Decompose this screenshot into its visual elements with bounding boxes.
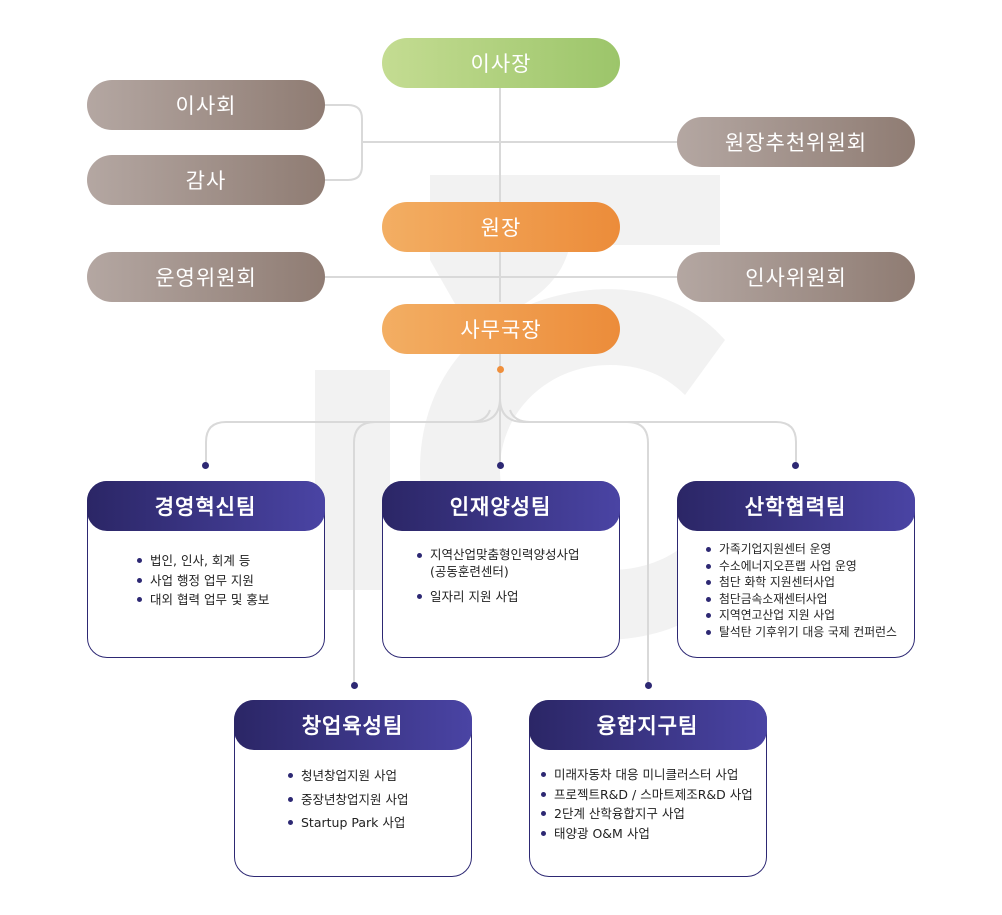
list-item: 미래자동차 대응 미니클러스터 사업 [540,765,753,785]
team-item-list: 미래자동차 대응 미니클러스터 사업 프로젝트R&D / 스마트제조R&D 사업… [540,765,753,843]
auditor-box: 감사 [87,155,325,205]
team-title: 융합지구팀 [528,699,767,750]
connector-dot [792,462,799,469]
team-box: 경영혁신팀 법인, 인사, 회계 등 사업 행정 업무 지원 대외 협력 업무 … [86,480,325,658]
team-title: 산학협력팀 [676,480,915,531]
list-item: 탈석탄 기후위기 대응 국제 컨퍼런스 [705,624,897,641]
team-title: 인재양성팀 [381,480,620,531]
connector-dot [202,462,209,469]
team-box: 인재양성팀 지역산업맞춤형인력양성사업 (공동훈련센터) 일자리 지원 사업 [381,480,620,658]
connector-dot [351,682,358,689]
board-box: 이사회 [87,80,325,130]
team-box: 산학협력팀 가족기업지원센터 운영 수소에너지오픈랩 사업 운영 첨단 화학 지… [676,480,915,658]
director-box: 원장 [382,202,620,252]
team-item-list: 청년창업지원 사업 중장년창업지원 사업 Startup Park 사업 [287,766,408,833]
team-title: 창업육성팀 [233,699,472,750]
list-item: 지역산업맞춤형인력양성사업 (공동훈련센터) [416,546,580,580]
list-item: 중장년창업지원 사업 [287,790,408,810]
list-item: 일자리 지원 사업 [416,587,580,607]
list-item: 사업 행정 업무 지원 [136,571,269,591]
list-item: 대외 협력 업무 및 홍보 [136,590,269,610]
secretary-general-box: 사무국장 [382,304,620,354]
team-item-list: 지역산업맞춤형인력양성사업 (공동훈련센터) 일자리 지원 사업 [416,546,580,607]
list-item: 청년창업지원 사업 [287,766,408,786]
chairman-box: 이사장 [382,38,620,88]
list-item: 수소에너지오픈랩 사업 운영 [705,558,897,575]
team-item-list: 법인, 인사, 회계 등 사업 행정 업무 지원 대외 협력 업무 및 홍보 [136,551,269,610]
list-item: Startup Park 사업 [287,813,408,833]
operations-committee-box: 운영위원회 [87,252,325,302]
list-item: 첨단금속소재센터사업 [705,591,897,608]
hr-committee-box: 인사위원회 [677,252,915,302]
team-item-list: 가족기업지원센터 운영 수소에너지오픈랩 사업 운영 첨단 화학 지원센터사업 … [705,541,897,641]
connector-dot [497,462,504,469]
junction-dot [497,366,504,373]
list-item: 2단계 산학융합지구 사업 [540,804,753,824]
list-item: 법인, 인사, 회계 등 [136,551,269,571]
list-item: 태양광 O&M 사업 [540,824,753,844]
list-item: 지역연고산업 지원 사업 [705,607,897,624]
connector-dot [645,682,652,689]
team-title: 경영혁신팀 [86,480,325,531]
list-item: 프로젝트R&D / 스마트제조R&D 사업 [540,785,753,805]
list-item: 첨단 화학 지원센터사업 [705,574,897,591]
list-item: 가족기업지원센터 운영 [705,541,897,558]
team-box: 창업육성팀 청년창업지원 사업 중장년창업지원 사업 Startup Park … [233,699,472,877]
recommendation-committee-box: 원장추천위원회 [677,117,915,167]
team-box: 융합지구팀 미래자동차 대응 미니클러스터 사업 프로젝트R&D / 스마트제조… [528,699,767,877]
